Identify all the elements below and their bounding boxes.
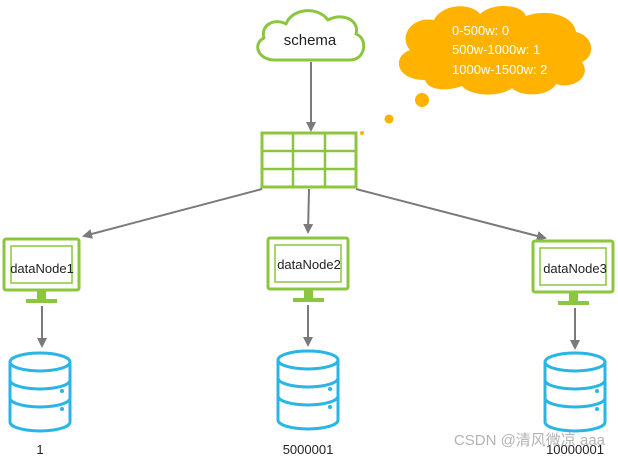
arrow-table-to-node3 — [355, 188, 547, 241]
database-3: 10000001 — [543, 351, 607, 457]
monitor-icon — [531, 239, 615, 305]
thought-dot-small — [360, 131, 364, 135]
mapping-rule-2: 500w-1000w: 1 — [452, 42, 540, 57]
database-2-label: 5000001 — [283, 442, 334, 457]
database-icon — [8, 351, 72, 433]
database-1-label: 1 — [36, 442, 43, 457]
watermark: CSDN @清风微凉 aaa — [454, 432, 606, 449]
data-node-1-label: dataNode1 — [10, 261, 74, 276]
cloud-icon — [256, 9, 366, 62]
data-node-2: dataNode2 — [266, 236, 350, 302]
mapping-rule-1: 0-500w: 0 — [452, 23, 509, 38]
schema-cloud: schema — [256, 9, 366, 62]
thought-dot-large — [415, 93, 429, 107]
arrow-table-to-node2 — [303, 188, 314, 234]
database-3-label: 10000001 — [546, 442, 604, 457]
data-node-3-label: dataNode3 — [543, 261, 607, 276]
database-2: 5000001 — [276, 349, 340, 457]
database-icon — [276, 349, 340, 431]
monitor-icon — [2, 237, 81, 303]
data-node-1: dataNode1 — [2, 237, 81, 303]
database-icon — [543, 351, 607, 433]
data-node-3: dataNode3 — [531, 239, 615, 305]
mapping-rules-bubble: 0-500w: 0 500w-1000w: 1 1000w-1500w: 2 — [360, 5, 592, 135]
database-1: 1 — [8, 351, 72, 457]
thought-bubble-icon — [398, 5, 592, 95]
mapping-rule-3: 1000w-1500w: 2 — [452, 62, 547, 77]
arrow-table-to-node1 — [82, 188, 263, 239]
monitor-icon — [266, 236, 350, 302]
thought-dot-medium — [384, 114, 394, 124]
schema-label: schema — [284, 32, 337, 49]
data-node-2-label: dataNode2 — [277, 257, 341, 272]
routing-table-icon — [260, 131, 358, 189]
